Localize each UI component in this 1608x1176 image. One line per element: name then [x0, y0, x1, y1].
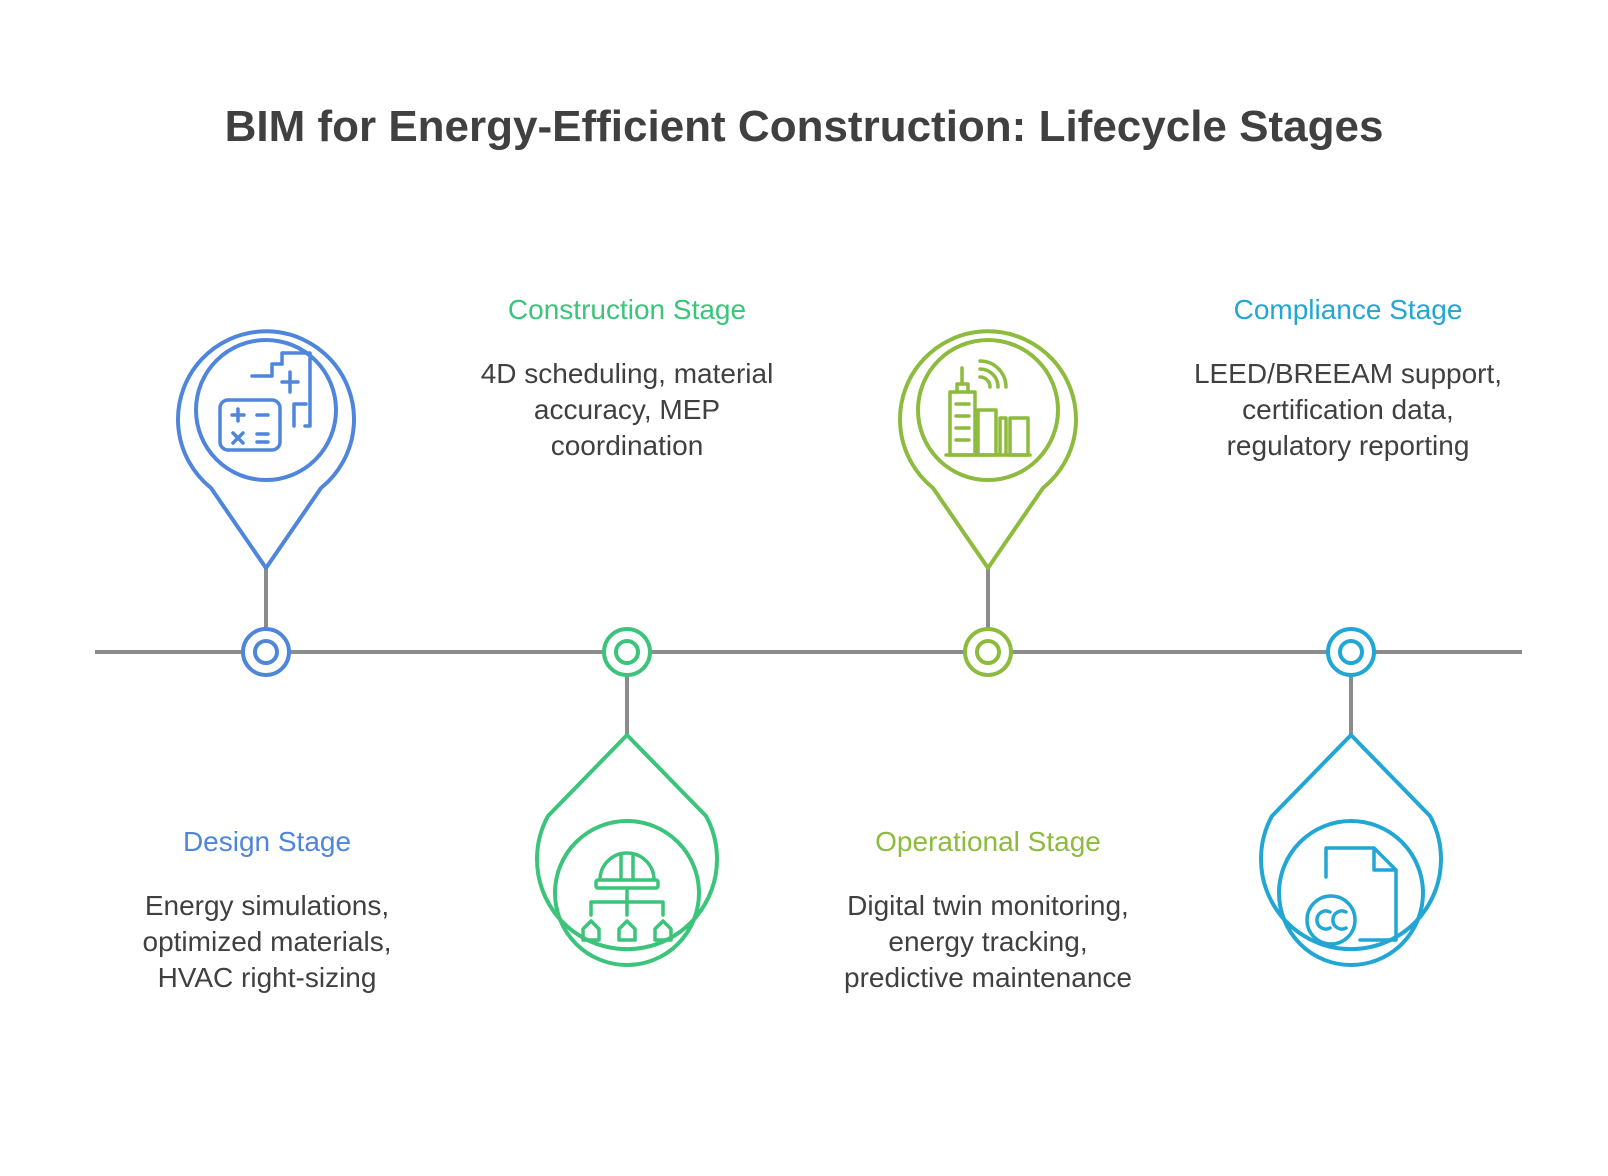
construction-node-outer [602, 627, 652, 677]
design-pin [176, 329, 356, 570]
design-stage-marker [176, 329, 356, 677]
operational-desc-line: energy tracking, [888, 926, 1088, 957]
hardhat-hierarchy-icon [581, 851, 673, 942]
construction-node-inner [614, 639, 640, 665]
compliance-node-outer [1326, 627, 1376, 677]
construction-stage-title: Construction Stage [507, 294, 747, 325]
operational-node-inner [975, 639, 1001, 665]
compliance-desc-line: certification data, [1242, 394, 1454, 425]
compliance-stage-block: Compliance Stage LEED/BREEAM support, ce… [1158, 294, 1538, 464]
design-desc-line: HVAC right-sizing [157, 962, 377, 993]
compliance-stage-marker [1259, 627, 1443, 967]
compliance-desc-line: LEED/BREEAM support, [1193, 358, 1503, 389]
compliance-drop [1259, 733, 1443, 952]
compliance-stage-title: Compliance Stage [1233, 294, 1463, 325]
compliance-drop-inner-circle [1277, 819, 1425, 967]
design-node-inner [253, 639, 279, 665]
design-stage-title: Design Stage [182, 826, 352, 857]
operational-stage-marker [898, 329, 1078, 677]
calculator-blueprint-icon [218, 351, 312, 452]
construction-stage-block: Construction Stage 4D scheduling, materi… [437, 294, 817, 464]
operational-desc-line: predictive maintenance [844, 962, 1132, 993]
design-stage-block: Design Stage Energy simulations, optimiz… [77, 826, 457, 996]
compliance-desc-line: regulatory reporting [1226, 430, 1470, 461]
operational-stage-title: Operational Stage [875, 826, 1101, 857]
design-stage-description: Energy simulations, optimized materials,… [77, 888, 457, 996]
page-title: BIM for Energy-Efficient Construction: L… [224, 102, 1384, 151]
construction-desc-line: coordination [550, 430, 704, 461]
operational-stage-block: Operational Stage Digital twin monitorin… [798, 826, 1178, 996]
operational-stage-description: Digital twin monitoring, energy tracking… [798, 888, 1178, 996]
operational-node-outer [963, 627, 1013, 677]
construction-desc-line: accuracy, MEP [533, 394, 721, 425]
operational-pin-inner-circle [916, 338, 1060, 482]
smart-building-icon [944, 359, 1032, 457]
design-node-outer [241, 627, 291, 677]
design-desc-line: optimized materials, [142, 926, 392, 957]
compliance-node-inner [1338, 639, 1364, 665]
construction-desc-line: 4D scheduling, material [480, 358, 774, 389]
operational-desc-line: Digital twin monitoring, [847, 890, 1129, 921]
construction-stage-marker [535, 627, 719, 967]
compliance-stage-description: LEED/BREEAM support, certification data,… [1158, 356, 1538, 464]
construction-drop-inner-circle [553, 819, 701, 967]
operational-pin [898, 329, 1078, 570]
construction-drop [535, 733, 719, 952]
construction-stage-description: 4D scheduling, material accuracy, MEP co… [437, 356, 817, 464]
design-desc-line: Energy simulations, [144, 890, 390, 921]
certificate-document-icon [1305, 846, 1398, 946]
design-pin-inner-circle [194, 338, 338, 482]
